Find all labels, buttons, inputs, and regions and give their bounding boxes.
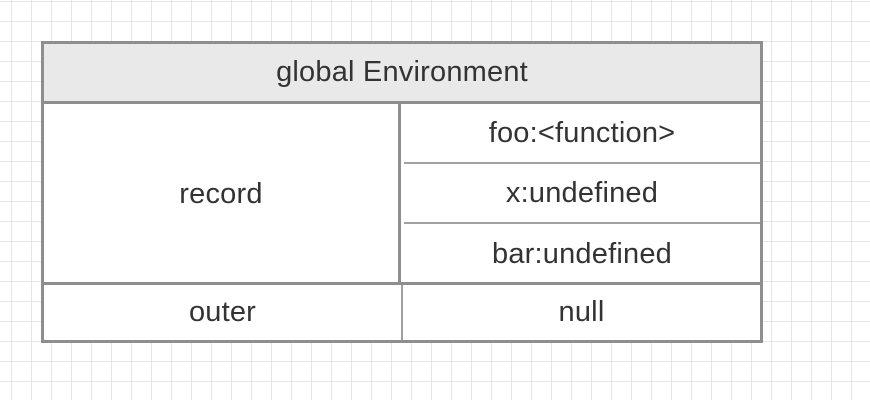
outer-value: null <box>558 296 605 328</box>
environment-table: global Environment record foo:<function>… <box>41 41 763 343</box>
outer-label: outer <box>44 285 403 340</box>
section-divider <box>44 282 760 285</box>
environment-title: global Environment <box>44 44 760 104</box>
record-entry-x: x:undefined <box>404 164 760 224</box>
record-label: record <box>44 104 401 284</box>
record-entry-bar: bar:undefined <box>492 237 672 270</box>
record-entry-foo: foo:<function> <box>404 104 760 164</box>
